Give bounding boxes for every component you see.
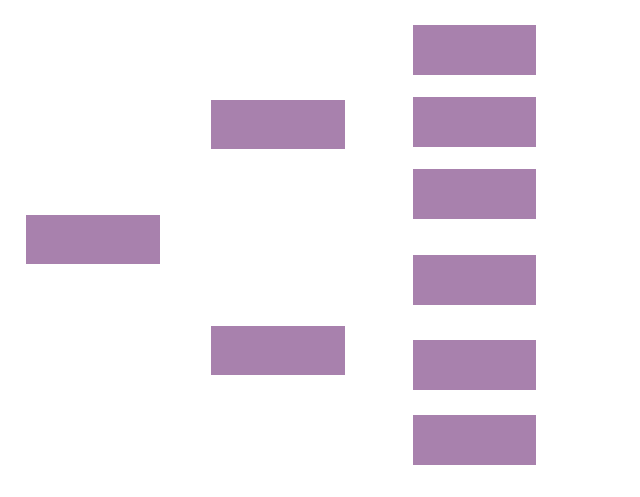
leaf-node-5 [413, 340, 536, 390]
leaf-node-2 [413, 97, 536, 147]
leaf-node-4 [413, 255, 536, 305]
branch-node-1 [211, 100, 345, 149]
root-node [26, 215, 160, 264]
leaf-node-3 [413, 169, 536, 219]
leaf-node-6 [413, 415, 536, 465]
branch-node-2 [211, 326, 345, 375]
leaf-node-1 [413, 25, 536, 75]
